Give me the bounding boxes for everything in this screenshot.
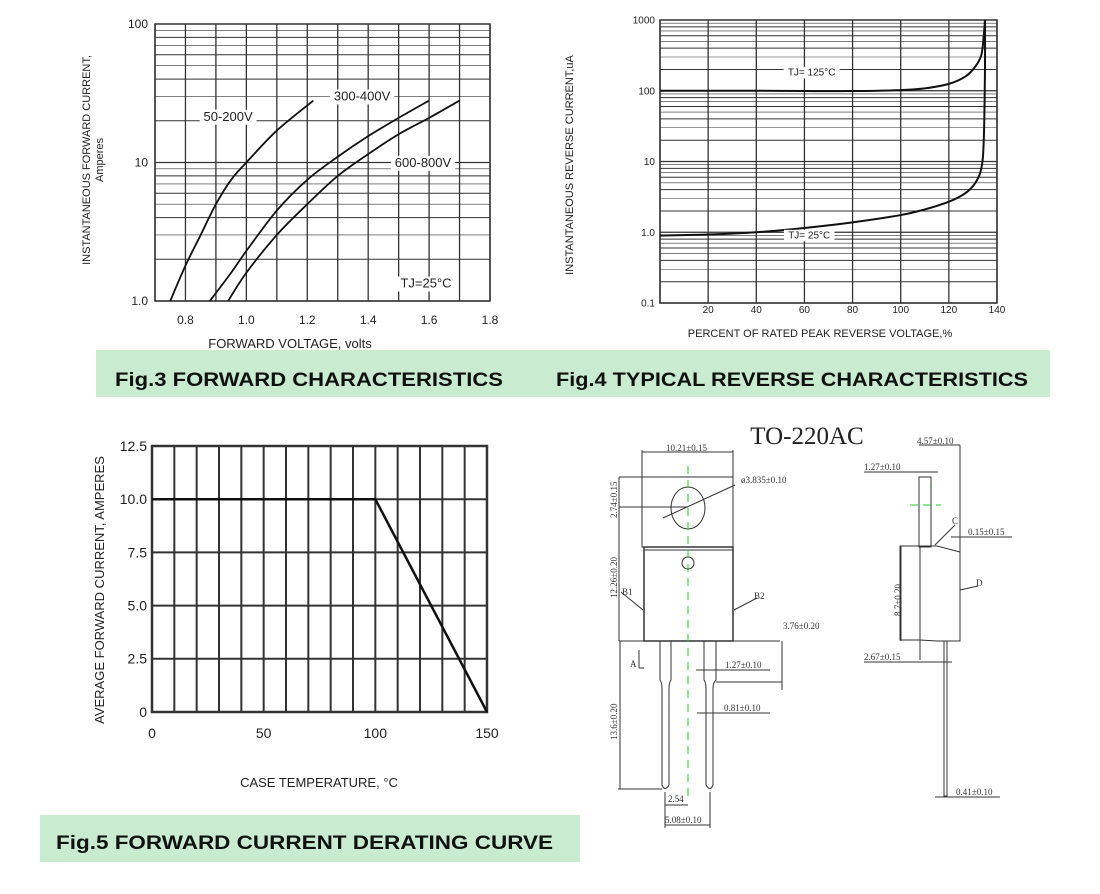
y-axis-title: AVERAGE FORWARD CURRENT, AMPERES: [92, 456, 107, 724]
y-tick-label: 1000: [633, 16, 656, 27]
chart-reverse-characteristics: 20 40 60 80 100 120 140 0.1 1.0 10 100 1000PERCENT …: [564, 16, 1006, 341]
dim-width: 10.21±0.15: [666, 443, 707, 453]
y-tick-label: 2.5: [128, 651, 148, 667]
series-line-600-800V: [227, 99, 460, 302]
series-line-300-400V: [209, 99, 430, 302]
x-tick-label: 20: [703, 305, 715, 316]
dim-pitch: 2.54: [668, 794, 684, 804]
x-tick-label: 0: [148, 725, 156, 741]
front-view: [618, 450, 783, 828]
annotation-label: TJ= 25°C: [788, 230, 830, 241]
caption-fig3: Fig.3 FORWARD CHARACTERISTICS: [115, 370, 503, 391]
y-tick-label: 1.0: [131, 294, 148, 308]
x-axis-title: FORWARD VOLTAGE, volts: [208, 336, 372, 351]
y-axis-title: INSTANTANEOUS FORWARD CURRENT,: [81, 55, 93, 265]
dim-thickness: 4.57±0.10: [917, 436, 954, 446]
label-c: C: [952, 516, 958, 526]
side-body: [899, 545, 961, 642]
dim-lead-shoulder: 3.76±0.20: [783, 621, 820, 631]
x-tick-label: 40: [751, 305, 763, 316]
lead-left: [659, 641, 672, 789]
caption-fig5: Fig.5 FORWARD CURRENT DERATING CURVE: [56, 833, 553, 854]
caption-band-fig5: [40, 815, 580, 862]
series-line-TJ-125-C: [659, 19, 986, 93]
y-tick-label: 0: [139, 704, 147, 720]
package-title: TO-220AC: [750, 423, 863, 450]
caption-fig4: Fig.4 TYPICAL REVERSE CHARACTERISTICS: [556, 370, 1028, 391]
x-tick-label: 1.6: [421, 313, 438, 327]
y-tick-label: 7.5: [128, 544, 148, 560]
y-tick-label: 10: [135, 156, 149, 170]
annotation-bg: [783, 66, 840, 79]
y-tick-label: 10: [644, 157, 656, 168]
annotation-bg: [784, 229, 835, 242]
annotation-bg: [397, 276, 455, 292]
y-tick-label: 100: [128, 17, 148, 31]
y-tick-label: 10.0: [120, 491, 147, 507]
x-tick-label: 150: [475, 725, 499, 741]
x-tick-label: 100: [892, 305, 909, 316]
series-line-50-200V: [169, 99, 314, 302]
series-line-TJ-25-C: [659, 19, 987, 237]
annotation-bg: [390, 155, 456, 171]
dim-pitch2: 5.08±0.10: [665, 815, 702, 825]
x-tick-label: 60: [799, 305, 811, 316]
x-tick-label: 1.8: [482, 313, 499, 327]
dim-lead-width: 1.27±0.10: [725, 660, 762, 670]
side-lead: [943, 640, 948, 797]
label-a: A: [630, 659, 637, 669]
plot-frame: [154, 23, 491, 302]
x-tick-label: 1.0: [238, 313, 255, 327]
annotation-bg: [329, 89, 395, 105]
caption-band-top: [96, 350, 1050, 397]
x-tick-label: 100: [364, 725, 388, 741]
dim-c: 0.15±0.15: [968, 527, 1005, 537]
side-view: [864, 444, 1012, 798]
plot-frame: [659, 19, 998, 304]
y-axis-subtitle: Amperes: [94, 137, 106, 182]
dim-lead-thickness: 0.41±0.10: [956, 787, 993, 797]
series-line-derating: [152, 497, 489, 713]
lead-right: [703, 641, 717, 789]
y-axis-title: INSTANTANEOUS REVERSE CURRENT,uA: [564, 55, 576, 275]
dim-body-height: 12.26±0.20: [609, 557, 619, 598]
plot-frame: [150, 444, 489, 714]
y-tick-label: 12.5: [120, 438, 147, 454]
x-tick-label: 1.4: [360, 313, 377, 327]
y-tick-label: 1.0: [641, 228, 655, 239]
x-tick-label: 50: [256, 725, 272, 741]
annotation-label: TJ= 125°C: [788, 67, 836, 78]
x-axis-title: CASE TEMPERATURE, °C: [240, 775, 398, 790]
x-tick-label: 0.8: [177, 313, 194, 327]
x-tick-label: 120: [941, 305, 958, 316]
package-drawing: TO-220AC: [609, 423, 1012, 828]
dim-tab-thickness: 1.27±0.10: [864, 462, 901, 472]
x-tick-label: 80: [847, 305, 859, 316]
annotation-label: 600-800V: [395, 155, 452, 170]
annotation-label: 300-400V: [334, 89, 391, 104]
label-b2: B2: [754, 591, 765, 601]
x-tick-label: 1.2: [299, 313, 316, 327]
annotation-label: TJ=25°C: [400, 276, 451, 291]
dim-lead-offset: 2.67±0.15: [864, 652, 901, 662]
y-tick-label: 100: [638, 86, 655, 97]
label-d: D: [976, 578, 983, 588]
x-axis-title: PERCENT OF RATED PEAK REVERSE VOLTAGE,%: [688, 328, 953, 340]
dim-side-height: 8.7±0.20: [893, 584, 903, 616]
y-tick-label: 5.0: [128, 598, 148, 614]
y-tick-label: 0.1: [641, 299, 655, 310]
dim-hole-offset: 2.74±0.15: [609, 481, 619, 518]
label-b1: B1: [622, 587, 633, 597]
dim-lead-thin: 0.81±0.10: [724, 703, 761, 713]
x-tick-label: 140: [989, 305, 1006, 316]
dim-lead-length: 13.6±0.20: [609, 703, 619, 740]
dim-hole: ø3.835±0.10: [741, 475, 787, 485]
annotation-label: 50-200V: [204, 109, 253, 124]
annotation-bg: [199, 109, 257, 125]
side-tab: [918, 476, 932, 548]
